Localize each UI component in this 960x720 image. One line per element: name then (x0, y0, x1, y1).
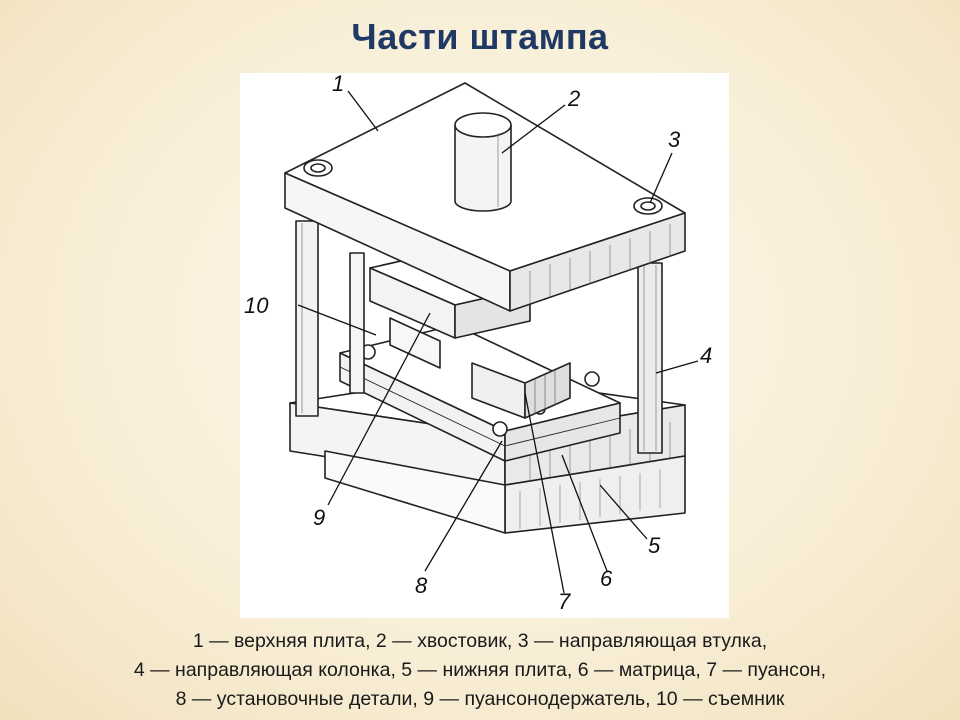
die-set-drawing: 1 2 3 4 5 6 7 8 9 10 (244, 73, 712, 614)
diagram-label-4: 4 (700, 343, 712, 368)
slide-title: Части штампа (351, 16, 609, 57)
diagram-label-6: 6 (600, 566, 613, 591)
guide-column-back (349, 252, 365, 394)
figure-caption: 1 — верхняя плита, 2 — хвостовик, 3 — на… (0, 627, 960, 714)
diagram-label-7: 7 (558, 589, 571, 614)
shank (454, 112, 512, 212)
base-block (324, 450, 686, 534)
diagram-label-8: 8 (415, 573, 428, 598)
guide-bush-left (303, 159, 333, 177)
diagram-label-3: 3 (668, 127, 681, 152)
diagram-label-2: 2 (567, 86, 580, 111)
die-set-diagram: 1 2 3 4 5 6 7 8 9 10 (240, 73, 729, 618)
punch (471, 362, 571, 419)
leader-lines (297, 90, 699, 594)
diagram-label-9: 9 (313, 505, 325, 530)
diagram-label-5: 5 (648, 533, 661, 558)
guide-column-right (637, 262, 663, 454)
guide-bush-right (633, 197, 663, 215)
caption-line-1: 1 — верхняя плита, 2 — хвостовик, 3 — на… (192, 630, 768, 652)
diagram-label-10: 10 (244, 293, 269, 318)
guide-column-left (295, 220, 319, 417)
caption-line-2: 4 — направляющая колонка, 5 — нижняя пли… (133, 659, 827, 681)
diagram-label-1: 1 (332, 73, 344, 96)
caption-line-3: 8 — установочные детали, 9 — пуансонодер… (175, 688, 785, 710)
